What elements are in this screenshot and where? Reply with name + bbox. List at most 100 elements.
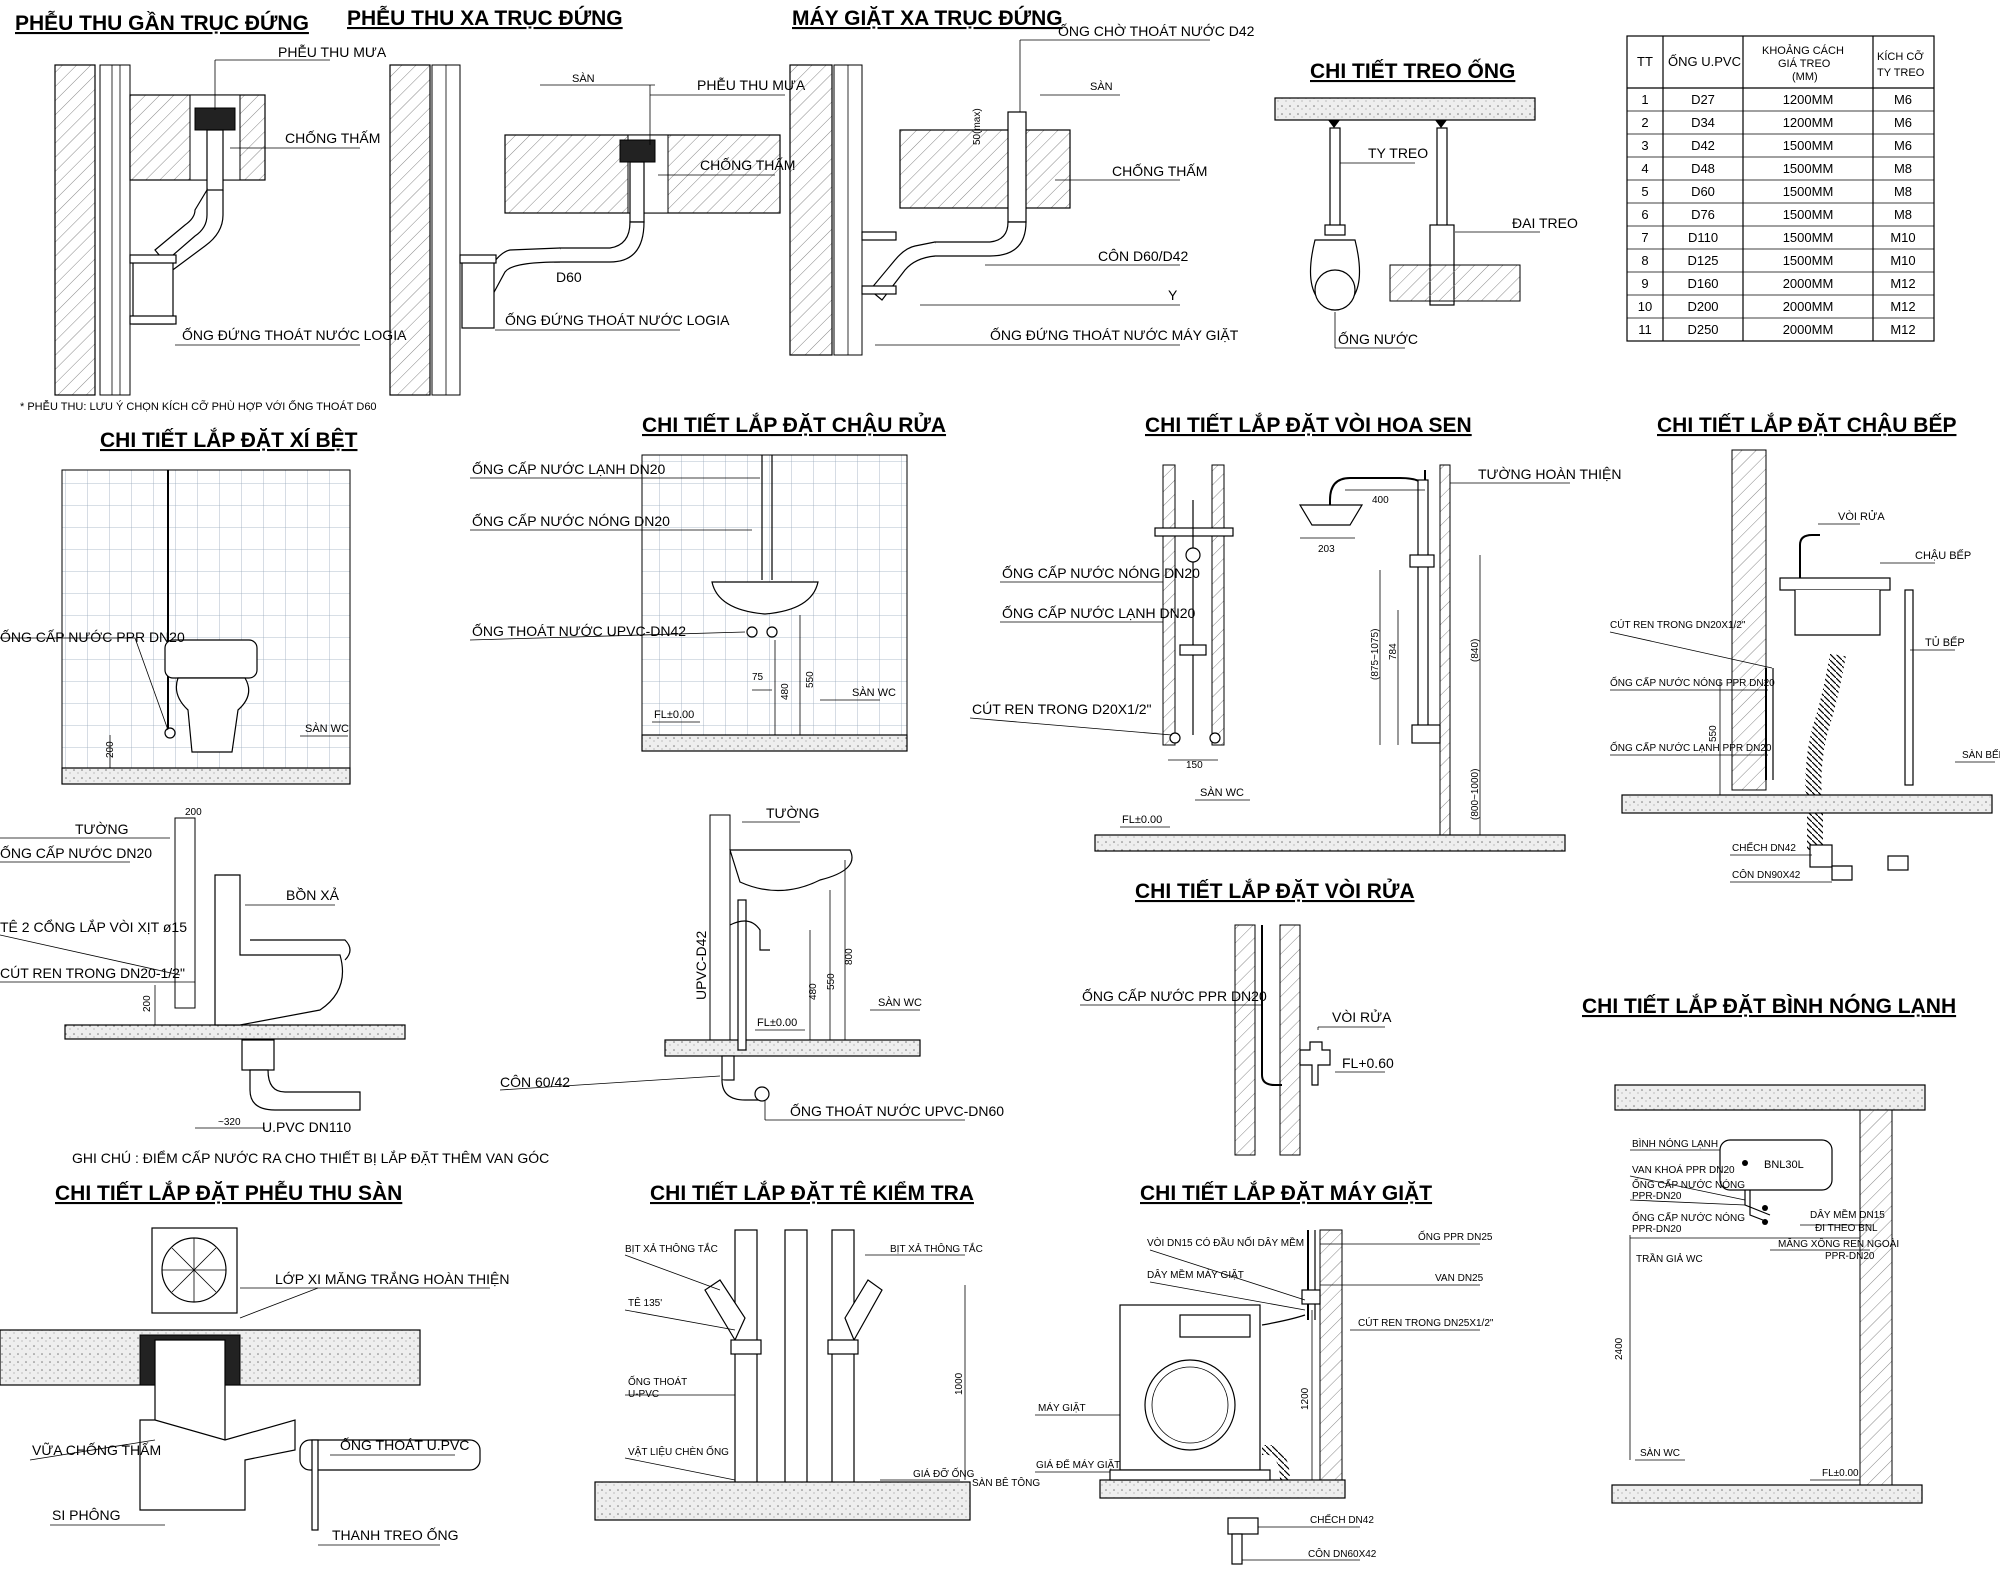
table-cell: 9: [1641, 276, 1648, 291]
title-xi-bet: CHI TIẾT LẮP ĐẶT XÍ BỆT: [100, 428, 358, 452]
label-xb-ong-cap-dn20: ỐNG CẤP NƯỚC DN20: [0, 844, 152, 861]
label-mg-chech: CHẾCH DN42: [1310, 1513, 1374, 1526]
table-header-khoang: KHOẢNG CÁCH: [1762, 44, 1844, 57]
table-cell: 7: [1641, 230, 1648, 245]
table-cell: M12: [1890, 276, 1915, 291]
table-cell: M12: [1890, 299, 1915, 314]
table-header-mm: (MM): [1792, 71, 1818, 83]
label-san-wc-4: SÀN WC: [1200, 786, 1244, 799]
label-mg-day: DÂY MỀM MÁY GIẶT: [1147, 1268, 1244, 1281]
label-cb-san: SÀN BẾP: [1962, 748, 2000, 761]
title-chau-bep: CHI TIẾT LẮP ĐẶT CHẬU BẾP: [1657, 413, 1956, 437]
label-xb-cut-ren: CÚT REN TRONG DN20-1/2": [0, 965, 185, 981]
label-tk-bit1: BỊT XẢ THÔNG TẮC: [625, 1242, 718, 1255]
dim-hs-875: (875~1075): [1370, 629, 1381, 680]
title-voi-rua: CHI TIẾT LẮP ĐẶT VÒI RỬA: [1135, 879, 1415, 903]
title-pheu-thu-xa: PHỄU THU XA TRỤC ĐỨNG: [347, 6, 623, 30]
table-cell: D160: [1687, 276, 1718, 291]
detail-may-giat-xa: MÁY GIẶT XA TRỤC ĐỨNG ỐNG CHỜ THOÁT NƯỚC…: [789, 6, 1255, 356]
label-fl000-3: FL±0.00: [1122, 814, 1162, 826]
dim-hs-800: (800~1000): [1470, 769, 1481, 820]
dim-hs-203: 203: [1318, 544, 1335, 555]
label-cr-tuong: TƯỜNG: [766, 805, 820, 821]
table-cell: M6: [1894, 138, 1912, 153]
label-vr-fl: FL+0.60: [1342, 1055, 1394, 1071]
label-ong-dung-logia-2: ỐNG ĐỨNG THOÁT NƯỚC LOGIA: [505, 311, 730, 328]
table-cell: 1200MM: [1783, 115, 1834, 130]
label-ong-dung-may-giat: ỐNG ĐỨNG THOÁT NƯỚC MÁY GIẶT: [990, 326, 1239, 343]
table-cell: 1500MM: [1783, 230, 1834, 245]
table-header-ong: ỐNG U.PVC: [1668, 54, 1741, 69]
label-pheu-thu-mua-1: PHỄU THU MƯA: [278, 44, 387, 60]
label-cb-cut: CÚT REN TRONG DN20X1/2": [1610, 618, 1746, 631]
table-cell: M12: [1890, 322, 1915, 337]
detail-chau-bep: CHI TIẾT LẮP ĐẶT CHẬU BẾP VÒI RỬA CHẬU B…: [1609, 413, 2000, 883]
table-cell: D110: [1688, 230, 1718, 245]
detail-pheu-thu-xa: PHỄU THU XA TRỤC ĐỨNG SÀN PHỄU THU MƯA C…: [347, 6, 806, 396]
table-cell: 5: [1641, 184, 1648, 199]
detail-xi-bet: CHI TIẾT LẮP ĐẶT XÍ BỆT ỐNG CẤP NƯỚC PPR…: [0, 428, 549, 1166]
table-cell: 11: [1638, 322, 1652, 337]
label-hs-tuong: TƯỜNG HOÀN THIỆN: [1478, 466, 1622, 482]
dim-cb-550: 550: [1708, 725, 1719, 742]
label-pt-lop: LỚP XI MĂNG TRẮNG HOÀN THIỆN: [275, 1270, 510, 1287]
label-mg-cut: CÚT REN TRONG DN25X1/2": [1358, 1316, 1494, 1329]
label-bn-mang1: MĂNG XÔNG REN NGOÀI: [1778, 1237, 1899, 1250]
label-bn-tran: TRẦN GIẢ WC: [1636, 1252, 1703, 1265]
table-cell: 1500MM: [1783, 161, 1834, 176]
label-cb-con: CÔN DN90X42: [1732, 868, 1801, 881]
dim-bn-2400: 2400: [1614, 1337, 1625, 1360]
label-cb-chech: CHẾCH DN42: [1732, 841, 1796, 854]
dim-mg-1200: 1200: [1300, 1387, 1311, 1410]
detail-te-kiem-tra: CHI TIẾT LẮP ĐẶT TÊ KIỂM TRA BỊT XẢ THÔN…: [594, 1181, 1040, 1521]
dim-cr-550-b: 550: [826, 973, 837, 990]
table-cell: M10: [1890, 230, 1915, 245]
label-cb-chau: CHẬU BẾP: [1915, 549, 1971, 562]
label-cr-thoat: ỐNG THOÁT NƯỚC UPVC-DN42: [472, 622, 686, 639]
detail-treo-ong: CHI TIẾT TREO ỐNG TY TREO ĐAI TREO ỐNG N…: [1274, 59, 1578, 349]
table-cell: 1: [1641, 92, 1648, 107]
table-cell: D42: [1691, 138, 1715, 153]
label-tk-ong1: ỐNG THOÁT: [628, 1374, 687, 1388]
label-tk-vat: VẬT LIỆU CHÈN ỐNG: [628, 1444, 729, 1458]
table-header-ty: TY TREO: [1877, 67, 1925, 79]
label-bn-nong1: ỐNG CẤP NƯỚC NÓNG: [1632, 1177, 1745, 1191]
dim-xb-200-b: 200: [185, 807, 202, 818]
table-cell: M6: [1894, 115, 1912, 130]
label-san-wc-1: SÀN WC: [305, 722, 349, 735]
label-san-wc-2: SÀN WC: [852, 686, 896, 699]
table-cell: D34: [1691, 115, 1715, 130]
label-pt-si: SI PHÔNG: [52, 1507, 120, 1523]
label-ong-nuoc: ỐNG NƯỚC: [1338, 330, 1418, 347]
dim-hs-784: 784: [1388, 643, 1399, 660]
label-pheu-thu-mua-2: PHỄU THU MƯA: [697, 77, 806, 93]
label-cb-voi: VÒI RỬA: [1838, 510, 1885, 523]
table-header-kich: KÍCH CỠ: [1877, 50, 1924, 63]
label-vr-voi: VÒI RỬA: [1332, 1008, 1392, 1025]
table-cell: D60: [1691, 184, 1715, 199]
label-tk-te: TÊ 135': [628, 1296, 662, 1309]
table-cell: 2000MM: [1783, 322, 1834, 337]
label-bn-mang2: PPR-DN20: [1825, 1251, 1875, 1262]
label-hs-nong: ỐNG CẤP NƯỚC NÓNG DN20: [1002, 564, 1200, 581]
label-bn-binh: BÌNH NÓNG LẠNH: [1632, 1137, 1718, 1150]
label-cr-lanh: ỐNG CẤP NƯỚC LẠNH DN20: [472, 460, 666, 477]
detail-pheu-thu-san: CHI TIẾT LẮP ĐẶT PHỄU THU SÀN LỚP XI MĂN…: [0, 1181, 510, 1546]
table-cell: D250: [1687, 322, 1718, 337]
label-mg-van: VAN DN25: [1435, 1273, 1484, 1284]
label-y: Y: [1168, 287, 1178, 303]
label-bn-van: VAN KHOÁ PPR DN20: [1632, 1163, 1735, 1176]
dim-xb-200-c: 200: [142, 995, 153, 1012]
label-bn-day2: ĐI THEO BNL: [1815, 1223, 1878, 1234]
label-con-d60-d42: CÔN D60/D42: [1098, 248, 1188, 264]
label-ong-dung-logia-1: ỐNG ĐỨNG THOÁT NƯỚC LOGIA: [182, 326, 407, 343]
dim-cr-75: 75: [752, 672, 764, 683]
label-cr-con: CÔN 60/42: [500, 1074, 570, 1090]
detail-voi-hoa-sen: CHI TIẾT LẮP ĐẶT VÒI HOA SEN 150 ỐNG CẤP…: [969, 413, 1622, 852]
label-ong-cho-d42: ỐNG CHỜ THOÁT NƯỚC D42: [1058, 22, 1255, 39]
label-xb-ong-cap-ppr: ỐNG CẤP NƯỚC PPR DN20: [0, 628, 185, 645]
title-pheu-thu-gan: PHỄU THU GẦN TRỤC ĐỨNG: [15, 11, 309, 35]
label-mg-gia: GIÁ ĐỂ MÁY GIẶT: [1036, 1458, 1120, 1471]
label-d60: D60: [556, 269, 582, 285]
